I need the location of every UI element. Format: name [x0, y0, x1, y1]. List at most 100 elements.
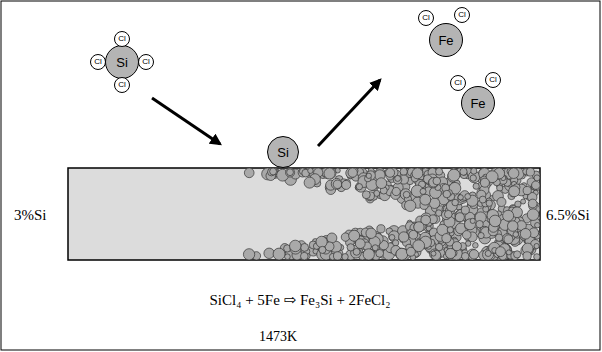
grain	[495, 234, 502, 241]
grain	[308, 168, 313, 173]
grain	[301, 243, 309, 251]
grain	[316, 236, 327, 247]
grain	[527, 209, 539, 221]
grain	[287, 169, 294, 176]
grain	[458, 195, 463, 200]
grain	[264, 248, 274, 258]
grain	[528, 199, 537, 208]
grain	[462, 231, 471, 240]
grain	[363, 249, 374, 260]
atom-circle: Si	[267, 136, 299, 168]
grain	[433, 177, 441, 185]
grain	[414, 222, 424, 232]
grain	[396, 249, 407, 260]
grain	[480, 178, 489, 187]
atom-symbol: Cl	[454, 79, 462, 87]
chlorine-circle: Cl	[450, 75, 466, 91]
grain	[385, 168, 394, 177]
grain	[523, 186, 531, 194]
grain	[290, 240, 301, 251]
atom-symbol: Cl	[458, 11, 466, 19]
atom-circle: Fe	[429, 23, 463, 57]
grain	[470, 218, 475, 223]
atom-symbol: Cl	[422, 14, 430, 22]
grain	[355, 239, 365, 249]
grain	[406, 247, 415, 256]
composition-label: 6.5%Si	[546, 208, 590, 223]
atom-circle: Fe	[461, 86, 495, 120]
grain	[507, 221, 518, 232]
grain	[523, 252, 531, 260]
grain	[503, 234, 513, 244]
grain	[515, 201, 521, 207]
chlorine-circle: Cl	[114, 77, 130, 93]
composition-label: 3%Si	[14, 208, 47, 223]
grain	[331, 178, 342, 189]
grain	[448, 169, 460, 181]
grain	[414, 222, 424, 232]
temperature-label: 1473K	[259, 330, 297, 344]
grain-layer	[243, 168, 540, 260]
atom-symbol: Cl	[118, 81, 126, 89]
grain	[300, 252, 308, 260]
atom-symbol: Fe	[438, 34, 453, 47]
steel-sheet	[68, 168, 540, 260]
grain	[526, 168, 534, 176]
grain	[476, 220, 483, 227]
grain	[362, 191, 370, 199]
grain	[497, 185, 503, 191]
grain	[497, 197, 506, 206]
grain	[377, 225, 385, 233]
atom-symbol: Cl	[489, 76, 497, 84]
grain	[521, 199, 526, 204]
grain	[506, 250, 511, 255]
grain	[431, 251, 436, 256]
grain	[455, 213, 464, 222]
grain	[395, 175, 401, 181]
grain	[319, 246, 326, 253]
grain	[430, 249, 440, 259]
reaction-equation: SiCl₄ + 5Fe ⇨ Fe₃Si + 2FeCl₂	[209, 293, 390, 308]
grain	[465, 194, 471, 200]
grain	[534, 243, 539, 248]
grain	[333, 252, 341, 260]
grain	[244, 168, 254, 178]
grain	[496, 247, 506, 257]
grain	[452, 242, 461, 251]
grain	[366, 173, 371, 178]
arrow-out	[318, 80, 380, 146]
atom-symbol: Cl	[94, 58, 102, 66]
grain	[447, 227, 453, 233]
grain	[412, 168, 423, 179]
grain	[504, 235, 513, 244]
grain	[469, 250, 478, 259]
grain	[372, 245, 378, 251]
grain	[392, 187, 400, 195]
grain	[452, 199, 459, 206]
grain	[270, 168, 277, 175]
grain	[443, 190, 451, 198]
grain	[389, 234, 395, 240]
grain	[273, 248, 285, 260]
grain	[471, 168, 477, 174]
grain	[347, 244, 354, 251]
grain	[514, 251, 521, 258]
grain	[356, 184, 362, 190]
grain	[470, 175, 476, 181]
grain	[342, 254, 348, 260]
grain	[393, 240, 399, 246]
grain	[304, 177, 315, 188]
grain	[444, 210, 452, 218]
atom-symbol: Cl	[118, 35, 126, 43]
grain	[473, 183, 479, 189]
grain	[520, 228, 531, 239]
grain	[534, 175, 540, 181]
grain	[465, 219, 476, 230]
grain	[431, 250, 441, 260]
grain	[376, 249, 384, 257]
grain	[479, 196, 486, 203]
grain	[513, 232, 519, 238]
grain	[286, 168, 295, 177]
grain	[324, 168, 335, 179]
